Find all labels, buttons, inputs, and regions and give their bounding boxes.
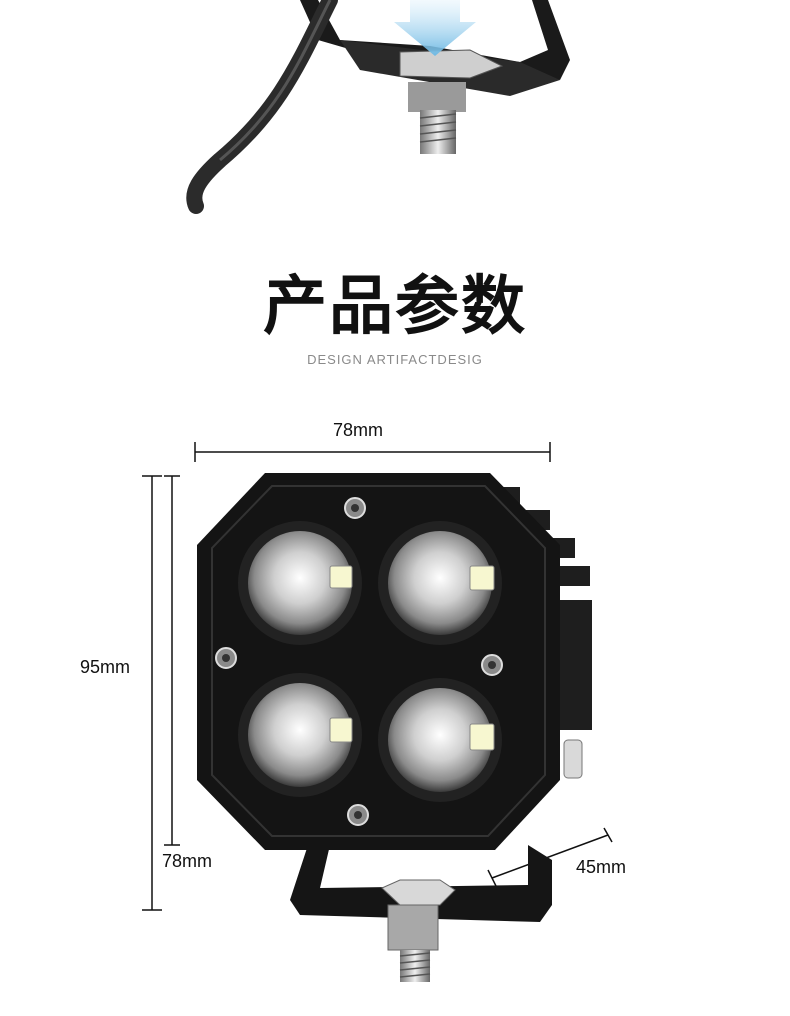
page-title: 产品参数 <box>263 270 527 344</box>
inner-height-label: 78mm <box>162 851 213 871</box>
height-label: 95mm <box>80 657 131 677</box>
mounting-detail-photo <box>186 0 570 214</box>
width-label: 78mm <box>333 420 384 440</box>
depth-dimension-line <box>491 834 609 879</box>
page-subtitle: DESIGN ARTIFACTDESIG <box>307 352 483 367</box>
led-reflector-bottom-right <box>378 678 502 802</box>
led-work-light-image <box>197 473 592 982</box>
led-reflector-bottom-left <box>238 673 362 797</box>
led-reflector-top-right <box>378 521 502 645</box>
led-reflector-top-left <box>238 521 362 645</box>
depth-label: 45mm <box>576 857 627 877</box>
